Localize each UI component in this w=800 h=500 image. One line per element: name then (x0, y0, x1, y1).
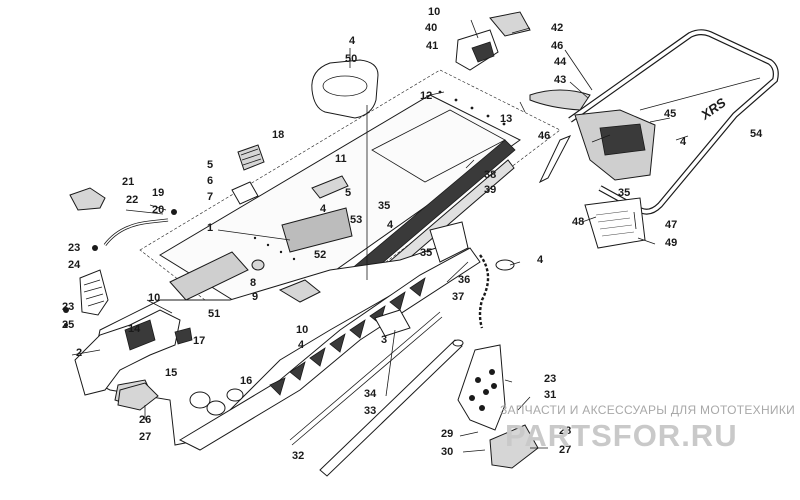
part-label-1: 1 (207, 222, 213, 234)
left-small-parts (63, 187, 177, 411)
part-label-44: 44 (554, 56, 567, 68)
part-label-10: 10 (148, 292, 160, 304)
part-label-27: 27 (139, 431, 151, 443)
watermark: ЗАПЧАСТИ И АКСЕССУАРЫ ДЛЯ МОТОТЕХНИКИ PA… (500, 403, 795, 453)
part-label-29: 29 (441, 428, 453, 440)
part-label-2: 2 (76, 347, 82, 359)
part-label-33: 33 (364, 405, 376, 417)
part-label-4: 4 (387, 219, 394, 231)
part-label-27: 27 (559, 444, 571, 456)
part-label-6: 6 (207, 175, 213, 187)
part-label-8: 8 (250, 277, 256, 289)
part-label-4: 4 (298, 339, 305, 351)
leader-lines (71, 19, 689, 453)
part-label-32: 32 (292, 450, 304, 462)
part-label-17: 17 (193, 335, 205, 347)
part-label-40: 40 (425, 22, 437, 34)
part-label-10: 10 (296, 324, 308, 336)
part-label-11: 11 (335, 153, 347, 165)
bumper-decal-text: XRS (697, 95, 729, 123)
part-label-50: 50 (345, 53, 357, 65)
part-label-45: 45 (664, 108, 676, 120)
triangle-cutouts (269, 277, 426, 396)
part-label-35: 35 (420, 247, 432, 259)
part-label-22: 22 (126, 194, 138, 206)
part-label-19: 19 (152, 187, 164, 199)
part-label-24: 24 (68, 259, 81, 271)
seat (311, 59, 379, 119)
part-label-38: 38 (484, 169, 496, 181)
part-number-labels: 1234444445567891010101112131415161718192… (62, 6, 763, 462)
part-label-4: 4 (349, 35, 356, 47)
part-label-47: 47 (665, 219, 677, 231)
part-label-49: 49 (665, 237, 677, 249)
part-label-52: 52 (314, 249, 326, 261)
watermark-logo: PARTSFOR.RU (505, 418, 738, 453)
part-label-4: 4 (537, 254, 544, 266)
part-label-48: 48 (572, 216, 584, 228)
part-label-53: 53 (350, 214, 362, 226)
part-label-16: 16 (240, 375, 252, 387)
center-small-parts (174, 144, 469, 345)
part-label-23: 23 (62, 301, 74, 313)
part-label-35: 35 (618, 187, 630, 199)
part-label-20: 20 (152, 204, 164, 216)
part-label-35: 35 (378, 200, 390, 212)
part-label-46: 46 (551, 40, 563, 52)
part-label-28: 28 (559, 425, 571, 437)
part-label-3: 3 (381, 334, 387, 346)
part-label-51: 51 (208, 308, 220, 320)
part-label-5: 5 (345, 187, 351, 199)
part-label-30: 30 (441, 446, 453, 458)
part-label-13: 13 (500, 113, 512, 125)
part-label-34: 34 (364, 388, 377, 400)
mud-flap (584, 197, 646, 249)
part-label-9: 9 (252, 291, 258, 303)
part-label-42: 42 (551, 22, 563, 34)
part-label-23: 23 (68, 242, 80, 254)
part-label-23: 23 (544, 373, 556, 385)
part-label-4: 4 (680, 136, 687, 148)
part-label-43: 43 (554, 74, 566, 86)
part-label-31: 31 (544, 389, 556, 401)
part-label-21: 21 (122, 176, 134, 188)
part-label-25: 25 (62, 319, 74, 331)
cross-tube (289, 311, 464, 477)
part-label-39: 39 (484, 184, 496, 196)
footrest-bracket (457, 344, 539, 469)
part-label-10: 10 (428, 6, 440, 18)
tether-strap (478, 254, 515, 329)
part-label-7: 7 (207, 191, 213, 203)
part-label-14: 14 (128, 323, 141, 335)
tunnel-rivets (253, 90, 506, 261)
snow-flap-assembly (529, 89, 656, 184)
part-label-54: 54 (750, 128, 763, 140)
watermark-tagline: ЗАПЧАСТИ И АКСЕССУАРЫ ДЛЯ МОТОТЕХНИКИ (500, 403, 795, 417)
part-label-5: 5 (207, 159, 213, 171)
part-label-4: 4 (320, 203, 327, 215)
part-label-46: 46 (538, 130, 550, 142)
part-label-15: 15 (165, 367, 177, 379)
part-label-18: 18 (272, 129, 284, 141)
part-label-36: 36 (458, 274, 470, 286)
part-label-12: 12 (420, 90, 432, 102)
part-label-26: 26 (139, 414, 151, 426)
hitch-bracket (455, 11, 531, 71)
part-label-37: 37 (452, 291, 464, 303)
part-label-41: 41 (426, 40, 438, 52)
